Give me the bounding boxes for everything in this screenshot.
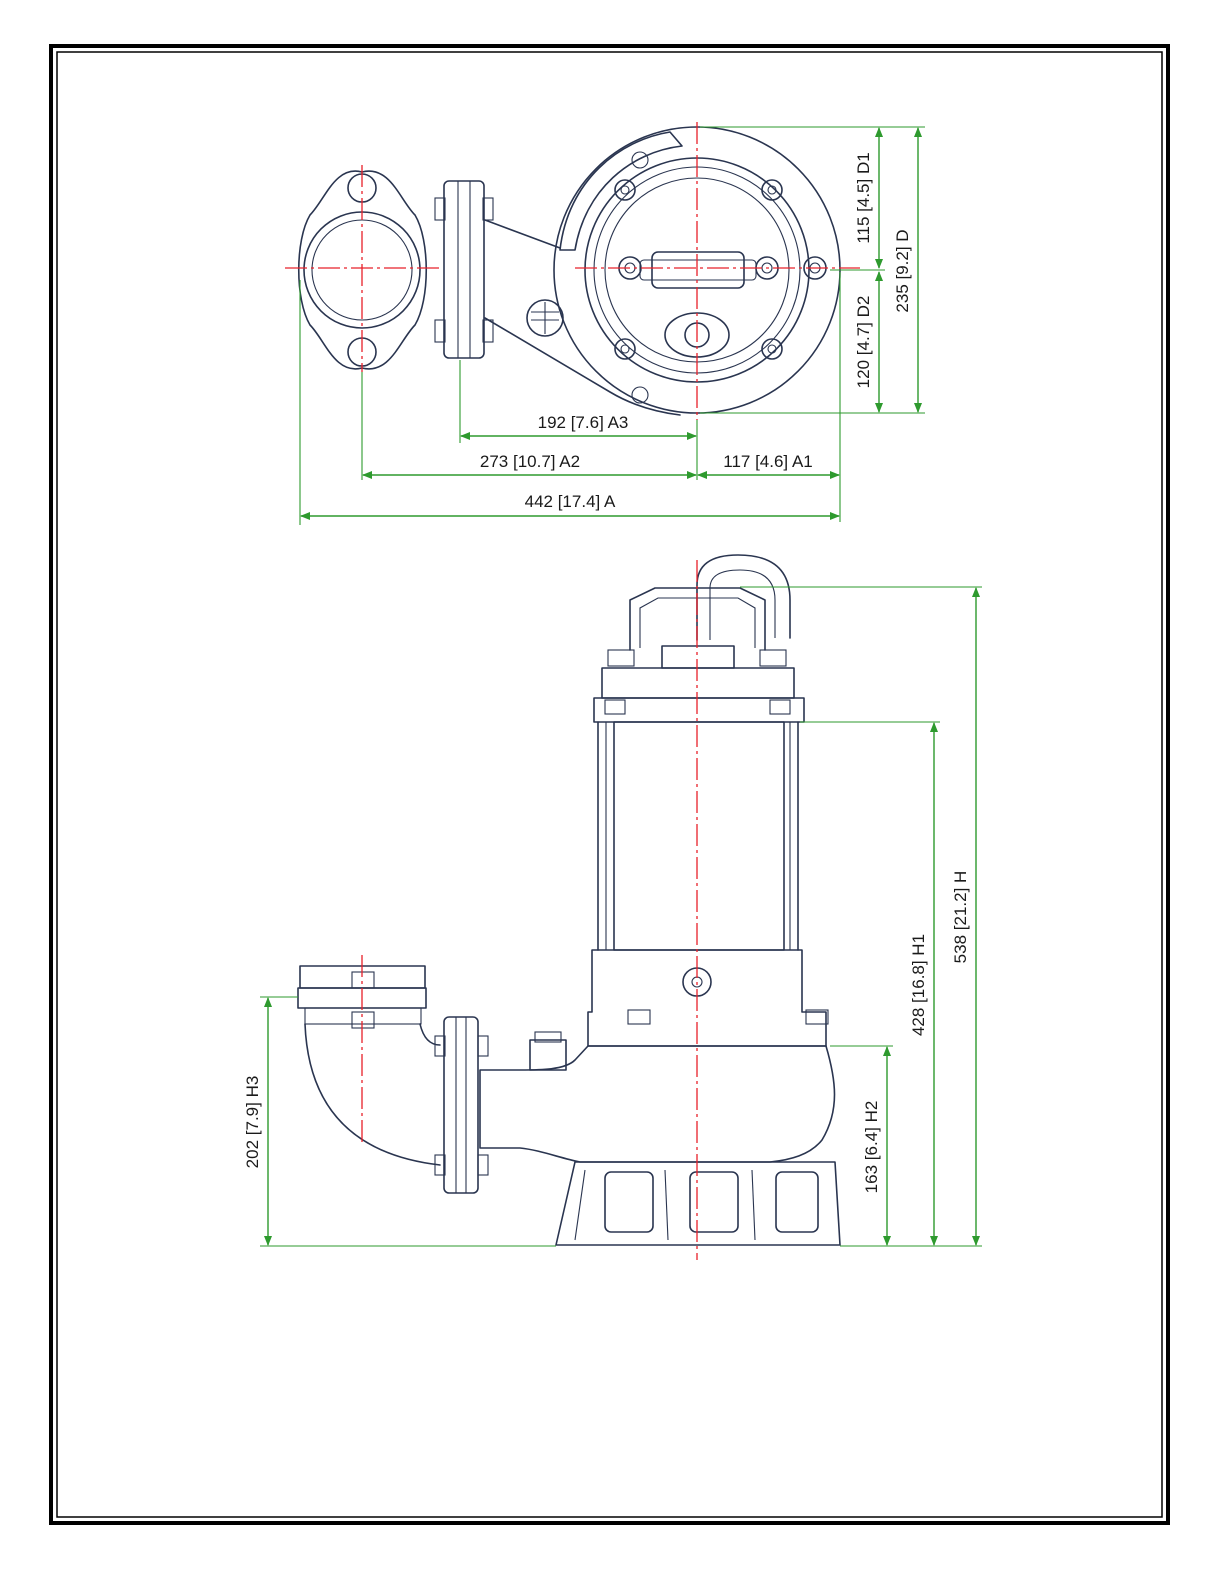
dim-D1: 115 [4.5] D1 [854,152,873,243]
volute-arm [485,220,680,415]
dim-A2: 273 [10.7] A2 [480,452,580,471]
dim-H: 538 [21.2] H [951,871,970,964]
dim-A: 442 [17.4] A [525,492,616,511]
seal-housing [588,950,826,1046]
discharge-elbow [305,1024,440,1165]
motor-body [614,722,784,950]
side-view [298,555,840,1260]
discharge-flange-top [435,181,493,358]
dim-A1: 117 [4.6] A1 [723,452,812,471]
dim-H2: 163 [6.4] H2 [862,1101,881,1194]
volute-casing [480,1046,835,1162]
dim-H3: 202 [7.9] H3 [243,1076,262,1169]
side-view-dimensions: 538 [21.2] H 428 [16.8] H1 163 [6.4] H2 … [243,587,982,1246]
inspection-plug [527,300,563,336]
dim-D2: 120 [4.7] D2 [854,296,873,389]
bolt-holes [615,152,826,403]
dim-D: 235 [9.2] D [893,229,912,312]
dim-A3: 192 [7.6] A3 [538,413,629,432]
dim-H1: 428 [16.8] H1 [909,934,928,1036]
top-view [285,122,860,420]
